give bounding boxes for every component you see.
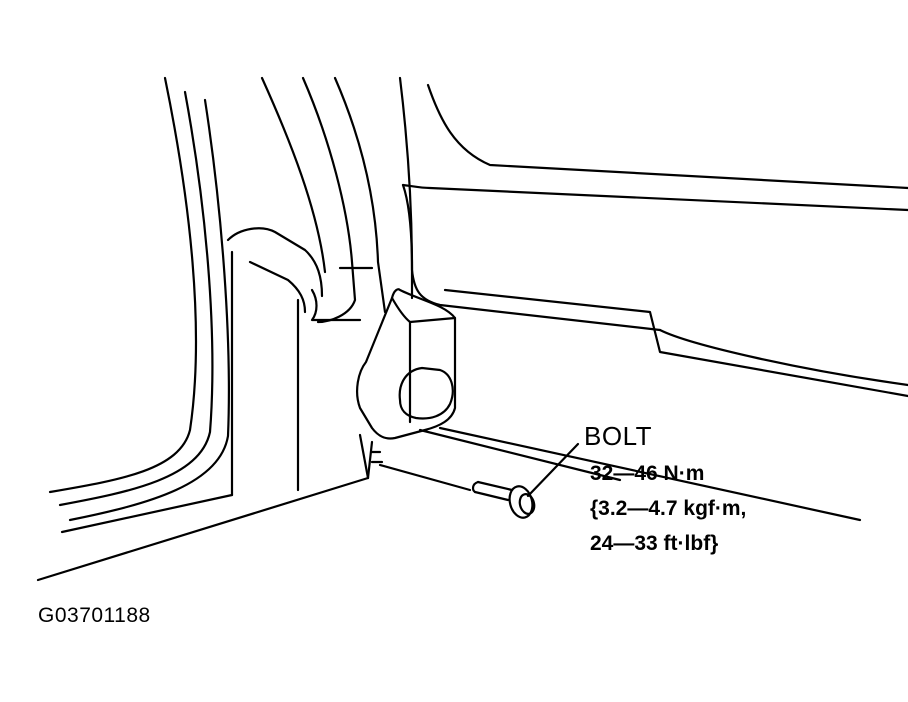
pillar-trim xyxy=(226,76,414,497)
torque-spec-kgfm: {3.2—4.7 kgf·m, xyxy=(590,497,747,520)
floor-sill xyxy=(36,426,862,582)
bolt-icon xyxy=(471,480,536,519)
door-opening-edge xyxy=(48,76,230,522)
upper-trim xyxy=(401,83,908,398)
seat-anchor-cover xyxy=(356,288,457,440)
bolt-leader-line xyxy=(526,442,580,498)
bolt-label: BOLT xyxy=(584,421,652,451)
torque-spec-nm: 32—46 N·m xyxy=(590,462,705,485)
torque-spec-ftlbf: 24—33 ft·lbf} xyxy=(590,532,719,555)
figure-id: G03701188 xyxy=(38,604,151,627)
